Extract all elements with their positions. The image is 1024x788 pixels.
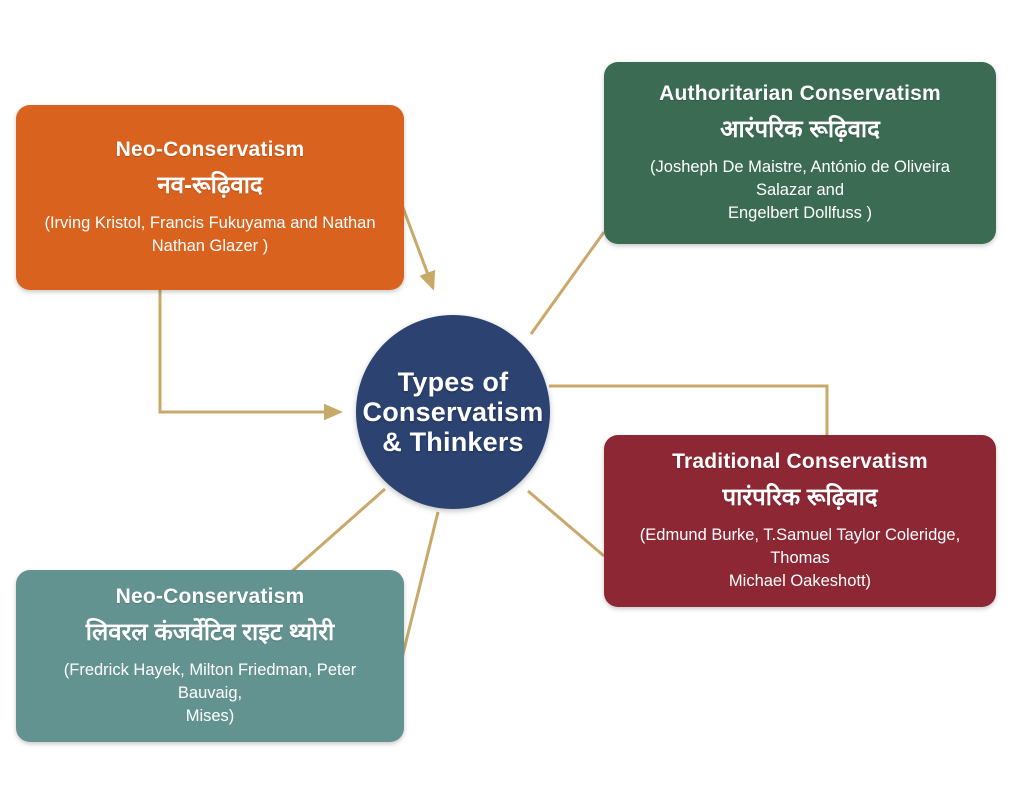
node-thinkers-line-1: (Fredrick Hayek, Milton Friedman, Peter … <box>63 661 357 703</box>
node-thinkers: (Irving Kristol, Francis Fukuyama and Na… <box>44 212 375 258</box>
node-title-hi: आरंपरिक रूढ़िवाद <box>720 116 880 144</box>
node-thinkers-line-2: Michael Oakeshott) <box>728 571 872 590</box>
node-title-hi: लिवरल कंजर्वेटिव राइट थ्योरी <box>85 619 335 647</box>
node-title-en: Neo-Conservatism <box>115 585 305 609</box>
node-title-en: Authoritarian Conservatism <box>659 82 941 106</box>
node-title-en: Traditional Conservatism <box>672 450 928 474</box>
node-authoritarian-conservatism[interactable]: Authoritarian Conservatism आरंपरिक रूढ़ि… <box>604 62 996 244</box>
node-title-hi: पारंपरिक रूढ़िवाद <box>722 484 878 512</box>
node-thinkers: (Edmund Burke, T.Samuel Taylor Coleridge… <box>623 524 976 592</box>
node-title-en: Neo-Conservatism <box>115 138 305 162</box>
node-thinkers-line-2: Nathan Glazer ) <box>151 237 269 256</box>
node-thinkers: (Josheph De Maistre, António de Oliveira… <box>623 156 976 224</box>
node-thinkers: (Fredrick Hayek, Milton Friedman, Peter … <box>35 659 384 727</box>
node-liberal-conservatism[interactable]: Neo-Conservatism लिवरल कंजर्वेटिव राइट थ… <box>16 570 404 742</box>
connector-center-to-liberal-lower <box>400 511 440 659</box>
center-label-line-3: & Thinkers <box>382 427 524 458</box>
center-label-line-1: Types of <box>397 366 509 397</box>
connector-authoritarian-to-center <box>529 231 606 335</box>
connector-center-to-liberal-upper <box>289 487 386 575</box>
node-thinkers-line-1: (Irving Kristol, Francis Fukuyama and Na… <box>44 214 376 233</box>
connector-center-to-traditional-diagonal <box>527 489 605 558</box>
connector-center-to-traditional-elbow <box>549 384 829 436</box>
node-neo-conservatism[interactable]: Neo-Conservatism नव-रूढ़िवाद (Irving Kri… <box>16 105 404 290</box>
center-node-label: Types of Conservatism & Thinkers <box>363 367 544 458</box>
node-title-hi: नव-रूढ़िवाद <box>157 172 263 200</box>
center-node[interactable]: Types of Conservatism & Thinkers <box>356 315 550 509</box>
node-thinkers-line-2: Engelbert Dollfuss ) <box>728 203 872 222</box>
connector-neo-to-center-elbow <box>158 290 343 421</box>
center-label-line-2: Conservatism <box>362 396 544 427</box>
node-thinkers-line-2: Mises) <box>185 706 235 725</box>
connector-neo-diagonal-to-center <box>400 204 436 291</box>
node-thinkers-line-1: (Josheph De Maistre, António de Oliveira… <box>650 158 950 200</box>
node-thinkers-line-1: (Edmund Burke, T.Samuel Taylor Coleridge… <box>639 526 961 568</box>
node-traditional-conservatism[interactable]: Traditional Conservatism पारंपरिक रूढ़िव… <box>604 435 996 607</box>
